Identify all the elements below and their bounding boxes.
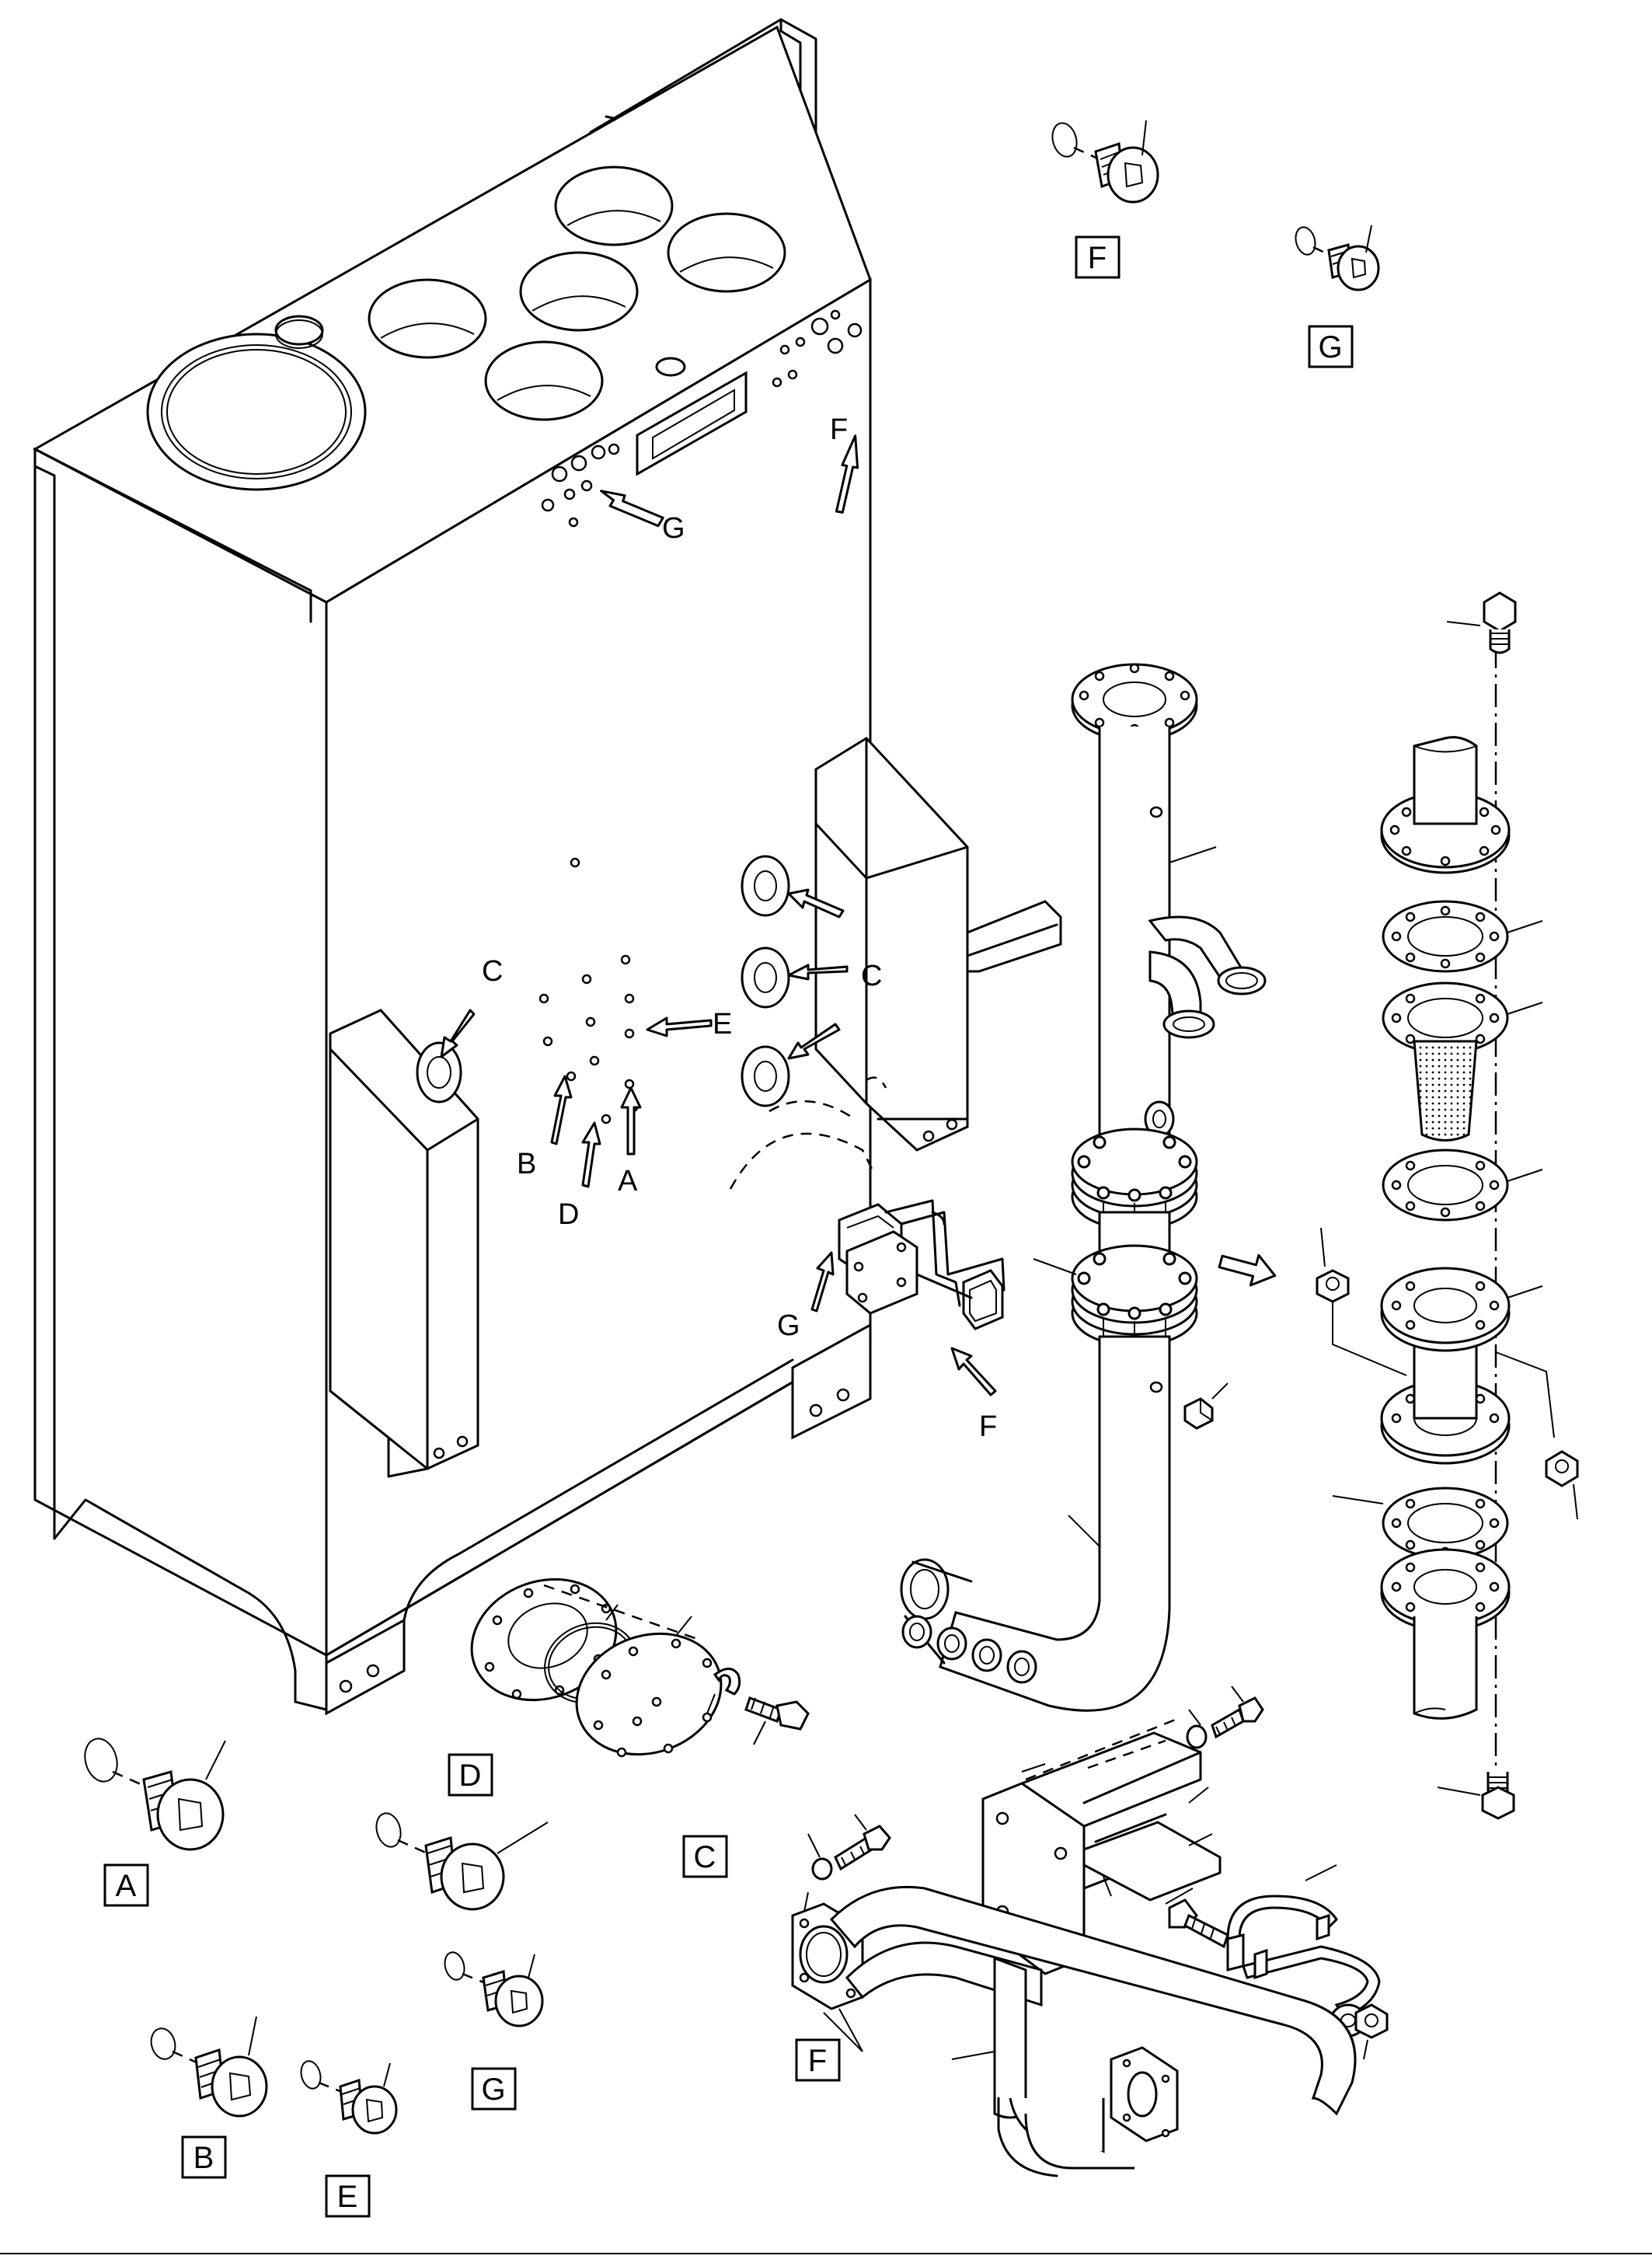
view-label-a: A <box>618 1165 638 1197</box>
plug-detail-f-top <box>1051 120 1159 204</box>
detail-box-e: E <box>337 2180 358 2214</box>
detail-box-b: B <box>193 2141 214 2175</box>
view-label-b: B <box>517 1148 536 1180</box>
view-label-g-top: G <box>662 512 685 545</box>
view-label-g-mid: G <box>777 1309 800 1342</box>
detail-labels: F G A D C G B E F <box>103 235 1354 2218</box>
return-pipe-detail-f <box>791 1814 1357 2177</box>
view-label-c-left: C <box>482 955 503 988</box>
manifold-ports <box>901 1615 1037 1684</box>
view-label-f-top: F <box>830 413 848 446</box>
port-arrows: F G C C E B A D G F <box>440 413 997 1443</box>
hydraulic-tank <box>32 18 1062 1716</box>
plug-detail-a <box>84 1738 226 1851</box>
detail-box-g-bottom: G <box>481 2072 505 2107</box>
plug-detail-g-bottom <box>444 1951 544 2027</box>
view-label-f-mid: F <box>979 1410 997 1443</box>
detail-box-a: A <box>116 1869 137 1903</box>
pipe-plug-bolt <box>1183 1382 1229 1430</box>
detail-box-g-top: G <box>1318 330 1342 364</box>
side-flanges <box>741 855 790 1107</box>
strainer-exploded-stack <box>1316 591 1579 1820</box>
mounting-bracket-assembly <box>838 1199 1005 1330</box>
plug-detail-e <box>300 2060 398 2135</box>
pipe-support-bracket <box>981 1686 1389 2060</box>
view-label-e: E <box>713 1008 732 1041</box>
plug-detail-g-top <box>1295 225 1380 291</box>
plug-detail-b <box>150 2016 268 2118</box>
detail-box-f-top: F <box>1088 241 1107 275</box>
detail-box-c: C <box>694 1840 716 1874</box>
view-label-d: D <box>558 1198 579 1231</box>
plug-detail-d <box>375 1812 549 1911</box>
view-label-c-right: C <box>861 960 882 992</box>
detail-box-d: D <box>459 1759 482 1793</box>
detail-box-f-bottom: F <box>808 2044 827 2078</box>
cover-plate-detail-d <box>470 1577 810 1758</box>
suction-pipe-assembly <box>900 663 1277 1712</box>
